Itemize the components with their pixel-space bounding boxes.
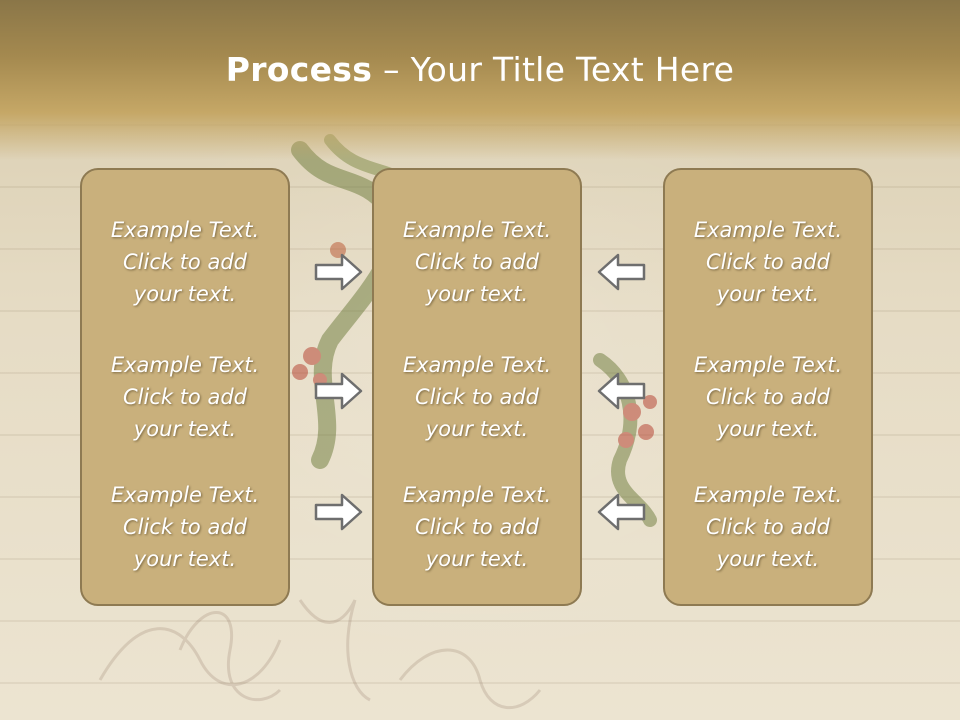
text-line: Click to add	[705, 250, 830, 274]
process-box-right[interactable]: Example Text. Click to add your text. Ex…	[663, 168, 873, 606]
text-line: Click to add	[414, 515, 539, 539]
text-block[interactable]: Example Text. Click to add your text.	[374, 349, 580, 445]
arrow-right-icon	[314, 493, 363, 531]
text-line: Example Text.	[402, 218, 552, 242]
text-line: Click to add	[414, 385, 539, 409]
text-line: Example Text.	[693, 483, 843, 507]
arrow-right-icon	[314, 253, 363, 291]
text-line: Example Text.	[402, 483, 552, 507]
title-band	[0, 0, 960, 160]
arrow-left-icon	[597, 372, 646, 410]
text-line: Click to add	[122, 515, 247, 539]
text-line: Example Text.	[110, 218, 260, 242]
text-line: your text.	[716, 417, 820, 441]
text-line: Click to add	[705, 385, 830, 409]
process-box-center[interactable]: Example Text. Click to add your text. Ex…	[372, 168, 582, 606]
text-line: Click to add	[122, 250, 247, 274]
text-line: your text.	[133, 282, 237, 306]
text-block[interactable]: Example Text. Click to add your text.	[665, 214, 871, 310]
text-block[interactable]: Example Text. Click to add your text.	[665, 479, 871, 575]
text-line: Example Text.	[693, 218, 843, 242]
text-line: Example Text.	[110, 483, 260, 507]
arrow-left-icon	[597, 493, 646, 531]
text-line: your text.	[133, 417, 237, 441]
text-line: Click to add	[414, 250, 539, 274]
text-line: your text.	[425, 417, 529, 441]
title-rest: Your Title Text Here	[410, 50, 735, 89]
title-bold: Process	[225, 50, 373, 89]
text-line: Example Text.	[110, 353, 260, 377]
text-line: your text.	[716, 547, 820, 571]
arrow-left-icon	[597, 253, 646, 291]
slide-title[interactable]: Process – Your Title Text Here	[0, 50, 960, 89]
text-line: Click to add	[122, 385, 247, 409]
text-line: your text.	[425, 282, 529, 306]
text-line: Click to add	[705, 515, 830, 539]
text-block[interactable]: Example Text. Click to add your text.	[82, 479, 288, 575]
text-block[interactable]: Example Text. Click to add your text.	[82, 349, 288, 445]
text-block[interactable]: Example Text. Click to add your text.	[374, 214, 580, 310]
text-line: your text.	[425, 547, 529, 571]
text-line: your text.	[716, 282, 820, 306]
text-block[interactable]: Example Text. Click to add your text.	[82, 214, 288, 310]
process-box-left[interactable]: Example Text. Click to add your text. Ex…	[80, 168, 290, 606]
arrow-right-icon	[314, 372, 363, 410]
text-line: your text.	[133, 547, 237, 571]
text-block[interactable]: Example Text. Click to add your text.	[665, 349, 871, 445]
text-line: Example Text.	[693, 353, 843, 377]
text-line: Example Text.	[402, 353, 552, 377]
title-dash: –	[372, 50, 411, 89]
text-block[interactable]: Example Text. Click to add your text.	[374, 479, 580, 575]
